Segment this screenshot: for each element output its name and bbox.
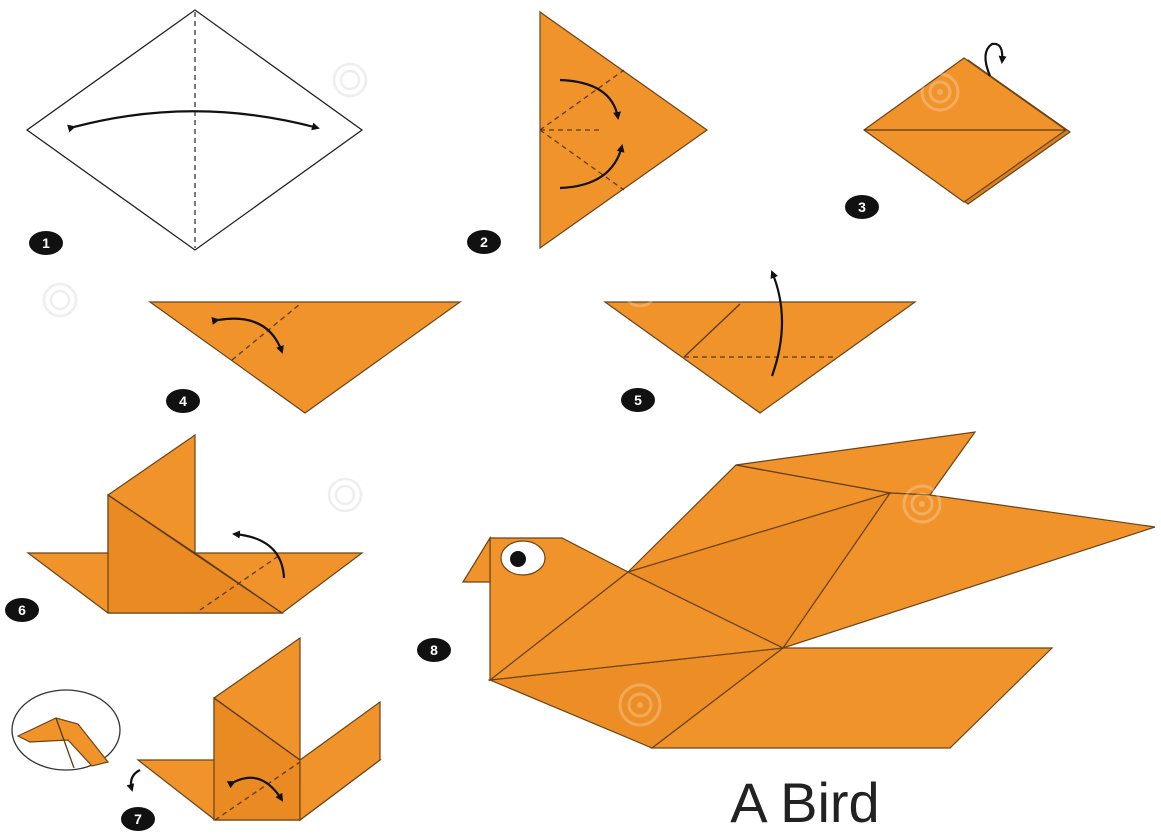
diagram-title: A Bird [730, 771, 879, 834]
watermark-spiral-icon [44, 284, 76, 316]
step-8-badge: 8 [417, 638, 451, 662]
watermark-spiral-icon [329, 479, 361, 511]
step-8-bird [463, 432, 1155, 748]
step-1-number: 1 [42, 235, 50, 251]
step-5-diagram [605, 272, 915, 413]
step-5-badge: 5 [621, 388, 655, 412]
step-2-number: 2 [480, 234, 488, 250]
step-7-detail-inset [12, 690, 120, 770]
step-4-number: 4 [179, 393, 187, 409]
step-2-diagram [540, 12, 707, 248]
step-5-number: 5 [634, 392, 642, 408]
watermark-spiral-icon [624, 274, 656, 306]
step-6-diagram [28, 435, 362, 613]
step-7-diagram [131, 638, 380, 820]
step-1-diagram [27, 10, 362, 250]
step-3-flip-arrow [985, 44, 1002, 76]
step-7-badge: 7 [121, 807, 155, 831]
step-3-diagram [864, 44, 1070, 204]
step-3-number: 3 [858, 199, 866, 215]
step-6-number: 6 [18, 602, 26, 618]
step-4-badge: 4 [166, 389, 200, 413]
step-2-triangle [540, 12, 707, 248]
watermark-spiral-icon [334, 64, 366, 96]
step-2-badge: 2 [467, 230, 501, 254]
step-7-small-arrow [131, 770, 140, 790]
step-3-badge: 3 [845, 195, 879, 219]
step-6-badge: 6 [5, 598, 39, 622]
eye-icon [501, 541, 545, 575]
step-7-number: 7 [134, 811, 142, 827]
step-1-badge: 1 [29, 231, 63, 255]
step-7-right-flap [300, 702, 380, 820]
step-8-number: 8 [430, 642, 438, 658]
bird-beak [463, 538, 490, 582]
